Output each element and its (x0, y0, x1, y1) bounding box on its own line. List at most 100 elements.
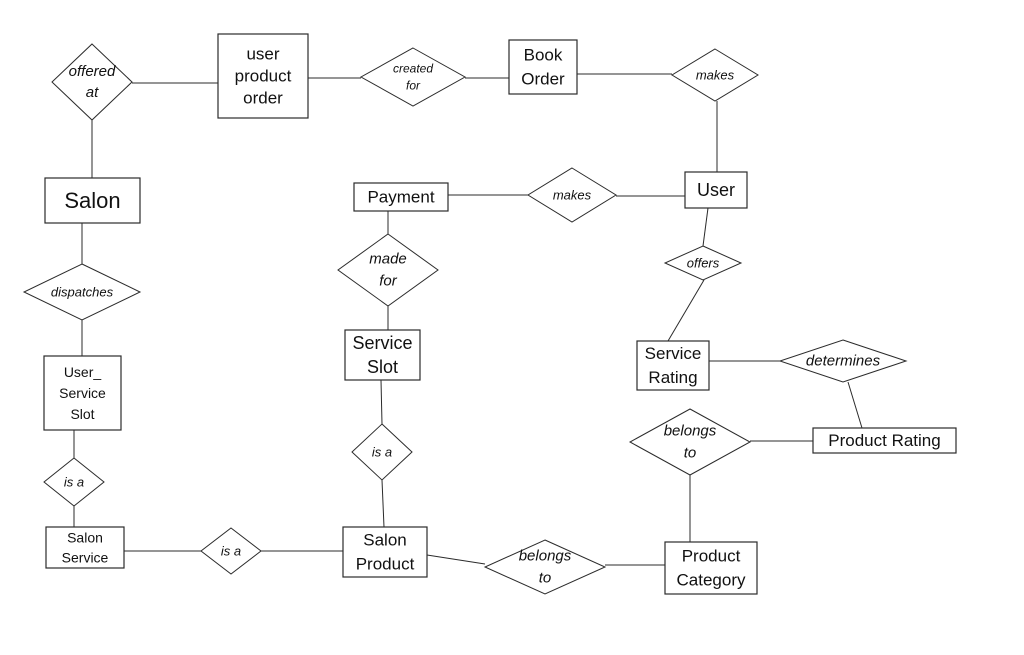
entity-product-rating: Product Rating (812, 427, 957, 454)
relationship-diamond (22, 263, 142, 321)
relationship-made-for: made for (337, 233, 439, 307)
entity-label: Slot (367, 357, 398, 377)
relationship-is-a-service: is a (200, 527, 262, 575)
relationship-diamond (337, 233, 439, 307)
entity-box (344, 329, 421, 381)
entity-label: product (235, 67, 292, 86)
entity-label: Book (524, 46, 563, 65)
connector-line (380, 379, 383, 425)
entity-label: Slot (70, 406, 94, 422)
relationship-makes-order: makes (671, 48, 759, 102)
relationship-label: offered (69, 63, 116, 80)
relationship-label: determines (806, 353, 881, 370)
relationship-label: belongs (519, 548, 572, 565)
entity-label: order (243, 89, 283, 108)
entity-label: Service (62, 550, 109, 566)
entity-label: Salon (64, 188, 120, 213)
entity-label: User (697, 180, 735, 200)
relationship-determines: determines (778, 339, 908, 383)
entity-label: Payment (367, 188, 434, 207)
relationship-label: to (539, 570, 552, 587)
relationship-label: makes (553, 188, 592, 203)
relationship-offered-at: offered at (51, 43, 133, 121)
connector-line (426, 554, 486, 565)
entity-box (217, 33, 309, 119)
entity-label: Service (352, 333, 412, 353)
relationship-diamond (51, 43, 133, 121)
relationship-diamond (483, 539, 607, 595)
entity-label: Salon (363, 531, 406, 550)
relationship-label: at (86, 84, 99, 101)
entity-box (44, 177, 141, 224)
entity-user-product-order: user product order (217, 33, 309, 119)
relationship-diamond (200, 527, 262, 575)
entity-label: Service (59, 385, 106, 401)
relationship-layer: offered at created for makes makes dispatches m… (22, 43, 908, 595)
connector-line (847, 381, 863, 429)
entity-box (684, 171, 748, 209)
relationship-makes-payment: makes (527, 167, 617, 223)
relationship-label: is a (64, 475, 84, 490)
connector-line (667, 279, 705, 342)
relationship-offers: offers (663, 245, 743, 281)
entity-label: Product Rating (828, 431, 940, 450)
relationship-diamond (351, 423, 413, 481)
relationship-label: makes (696, 68, 735, 83)
relationship-label: made (369, 251, 407, 268)
connector-lines (73, 73, 863, 566)
connector-line (381, 479, 385, 528)
entity-box (664, 541, 758, 595)
entity-label: Order (521, 70, 565, 89)
relationship-is-a-slot: is a (351, 423, 413, 481)
entity-payment: Payment (353, 182, 449, 212)
entity-label: Salon (67, 530, 103, 546)
relationship-belongs-to-rating: belongs to (628, 408, 752, 476)
entity-box (342, 526, 428, 578)
relationship-diamond (359, 47, 467, 107)
entity-label: Product (356, 555, 415, 574)
entity-box (812, 427, 957, 454)
relationship-created-for: created for (359, 47, 467, 107)
relationship-label: is a (372, 445, 392, 460)
relationship-label: for (379, 273, 398, 290)
entity-box (43, 355, 122, 431)
relationship-diamond (43, 457, 105, 507)
relationship-diamond (778, 339, 908, 383)
entity-label: User_ (64, 364, 102, 380)
relationship-label: to (684, 445, 697, 462)
entity-label: Category (677, 571, 746, 590)
relationship-label: is a (221, 544, 241, 559)
relationship-label: for (406, 79, 421, 93)
relationship-label: belongs (664, 423, 717, 440)
entity-box (636, 340, 710, 391)
entity-box (508, 39, 578, 95)
relationship-belongs-to-category: belongs to (483, 539, 607, 595)
relationship-label: offers (687, 256, 720, 271)
entity-label: Rating (648, 368, 697, 387)
entity-label: Product (682, 547, 741, 566)
relationship-dispatches: dispatches (22, 263, 142, 321)
relationship-is-a-user-slot: is a (43, 457, 105, 507)
relationship-diamond (671, 48, 759, 102)
relationship-label: dispatches (51, 285, 114, 300)
relationship-label: created (393, 62, 433, 76)
entity-user: User (684, 171, 748, 209)
entity-box (45, 526, 125, 569)
connector-line (702, 207, 709, 247)
relationship-diamond (527, 167, 617, 223)
entity-label: user (246, 45, 279, 64)
entity-salon: Salon (44, 177, 141, 224)
entity-label: Service (645, 344, 702, 363)
relationship-diamond (663, 245, 743, 281)
relationship-diamond (628, 408, 752, 476)
entity-box (353, 182, 449, 212)
